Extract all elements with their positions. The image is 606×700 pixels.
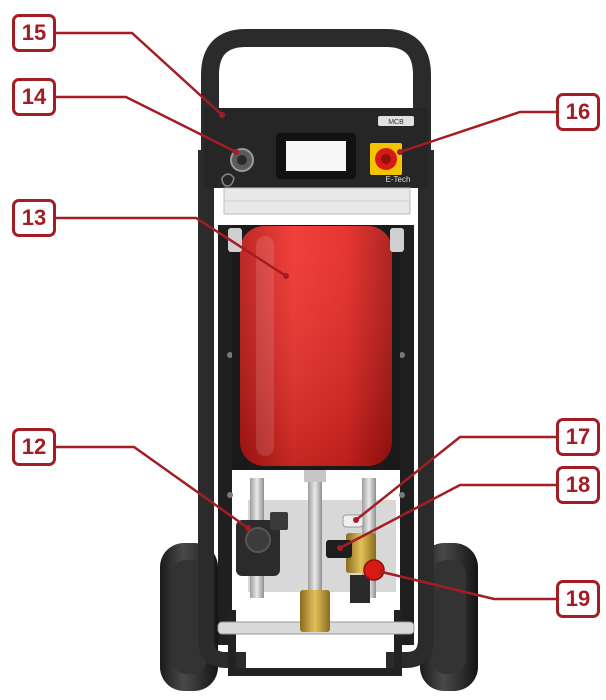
expansion-vessel	[228, 225, 404, 470]
right-wheel	[420, 543, 478, 691]
callout-17: 17	[556, 418, 600, 456]
callout-16: 16	[556, 93, 600, 131]
circulation-pump	[236, 512, 288, 576]
panel-badge-label: MCB	[388, 119, 404, 126]
control-display	[276, 133, 356, 179]
trolley-frame	[198, 150, 434, 676]
callout-18: 18	[556, 466, 600, 504]
callout-12: 12	[12, 428, 56, 466]
callout-15: 15	[12, 14, 56, 52]
callout-14: 14	[12, 78, 56, 116]
callout-13: 13	[12, 199, 56, 237]
brand-label: E-Tech	[386, 175, 411, 184]
leader-lines	[54, 31, 558, 601]
callout-19: 19	[556, 580, 600, 618]
trolley-handle	[201, 29, 431, 155]
leader-endpoints	[219, 112, 403, 575]
emergency-stop-switch: MCB E-Tech	[370, 116, 414, 184]
